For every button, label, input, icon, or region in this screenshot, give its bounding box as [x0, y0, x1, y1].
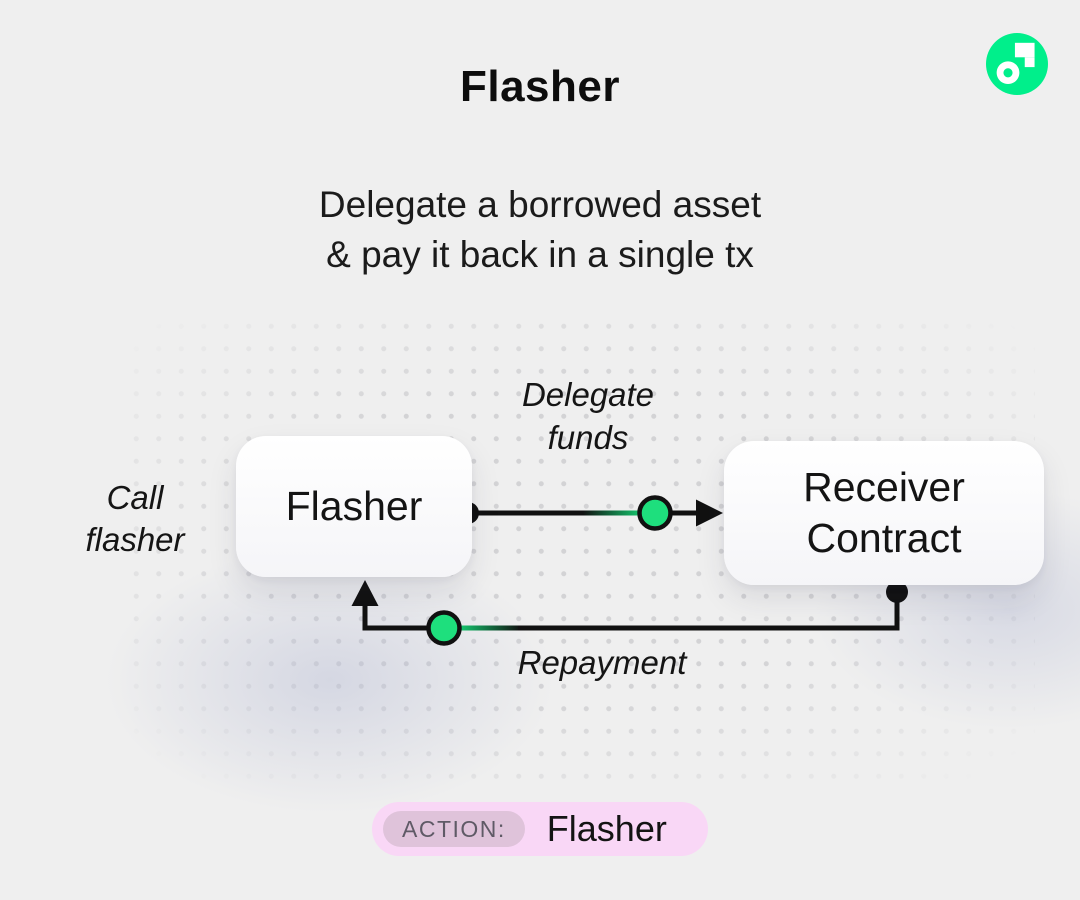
action-value: Flasher	[546, 808, 667, 849]
node-flasher-label: Flasher	[285, 483, 423, 529]
arrowhead-right-icon	[696, 499, 723, 527]
node-receiver-label-line-1: Receiver	[803, 464, 965, 510]
node-receiver-contract: Receiver Contract	[724, 441, 1044, 585]
node-flasher: Flasher	[236, 436, 472, 577]
repayment-token-dot	[426, 610, 462, 646]
edge-start-dot	[886, 581, 908, 603]
edge-repayment	[351, 580, 908, 646]
edge-delegate-funds	[457, 495, 723, 531]
page-title: Flasher	[459, 62, 620, 111]
label-delegate-funds: Delegate funds	[521, 376, 655, 456]
page-subtitle: Delegate a borrowed asset & pay it back …	[0, 180, 1080, 280]
subtitle-line-2: & pay it back in a single tx	[326, 234, 754, 275]
label-call-flasher: Call flasher	[85, 479, 185, 558]
subtitle-line-1: Delegate a borrowed asset	[318, 184, 762, 225]
node-receiver-label-line-2: Contract	[806, 515, 962, 561]
arrowhead-up-icon	[351, 580, 379, 606]
delegate-token-dot	[637, 495, 673, 531]
action-chip: ACTION:	[383, 811, 525, 847]
flow-logo-icon	[986, 33, 1048, 95]
action-badge: ACTION: Flasher	[372, 802, 708, 856]
label-repayment: Repayment	[517, 644, 687, 681]
